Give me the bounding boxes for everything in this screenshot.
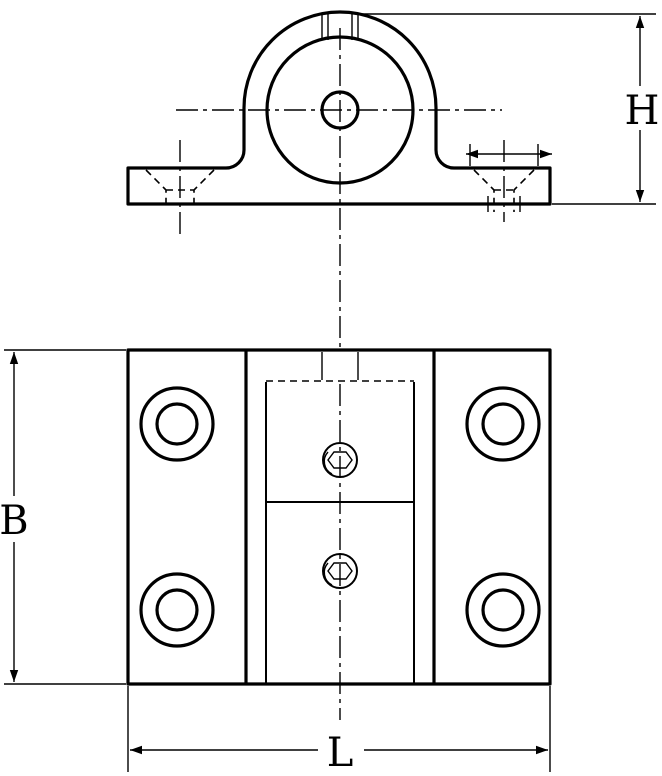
top-view-outline (126, 348, 552, 686)
depth-dimension: B (0, 349, 126, 685)
grease-hole (321, 14, 359, 40)
mount-hole-bottom-left (139, 572, 215, 648)
length-label: L (327, 730, 354, 776)
front-view-outline (126, 10, 552, 206)
top-grease-hole (321, 352, 359, 380)
top-view (126, 348, 552, 720)
right-countersink-hole (466, 140, 552, 222)
length-dimension: L (127, 686, 551, 776)
mount-hole-top-left (139, 386, 215, 462)
height-label: H (625, 88, 660, 134)
height-dimension: H (360, 13, 662, 205)
front-view (126, 10, 552, 350)
set-screw-lower (322, 553, 358, 589)
left-countersink-hole (145, 140, 215, 238)
set-screw-upper (322, 442, 358, 478)
depth-label: B (0, 498, 29, 544)
mount-hole-bottom-right (465, 572, 541, 648)
mount-hole-top-right (465, 386, 541, 462)
